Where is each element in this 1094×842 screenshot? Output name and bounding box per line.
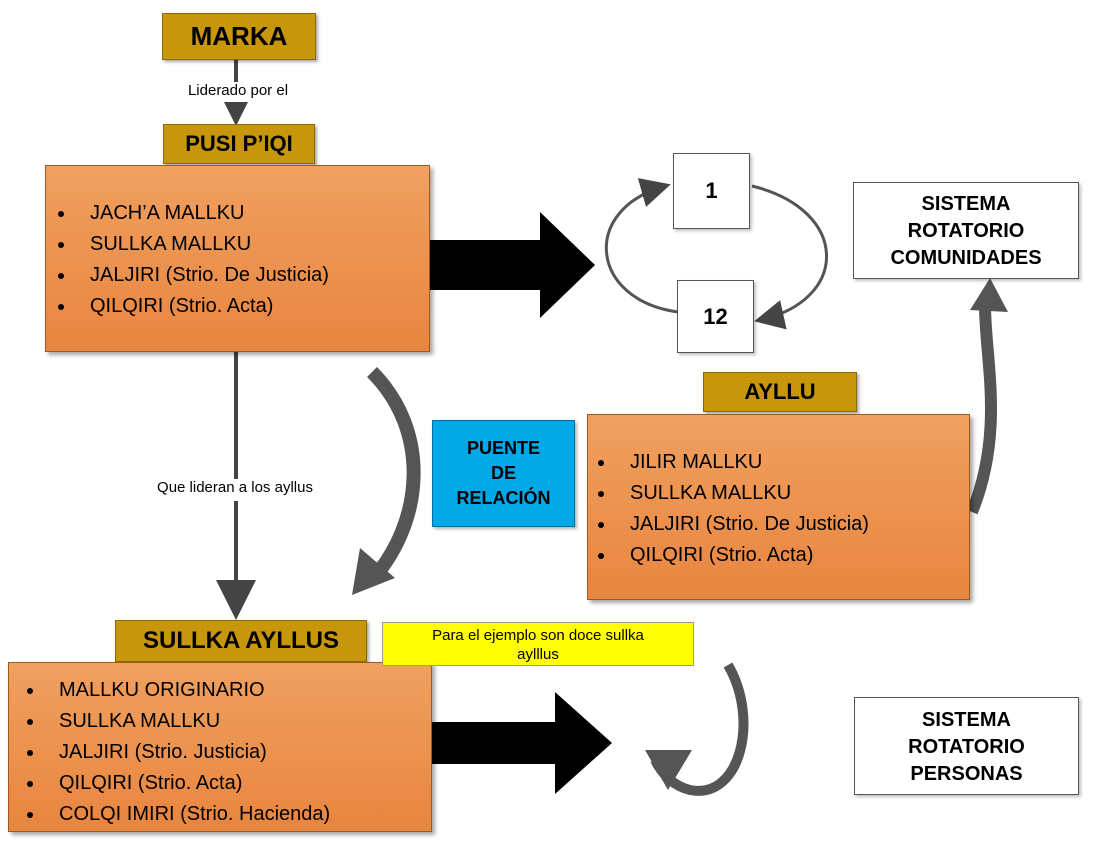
ayllu-item: JALJIRI (Strio. De Justicia) [616, 509, 969, 540]
cycle-arrow-right [751, 184, 828, 330]
puente-box: PUENTE DE RELACIÓN [432, 420, 575, 527]
curved-arrow-puente [366, 367, 421, 585]
curved-arrow-comunidades [966, 304, 997, 515]
sistema-comunidades-line: ROTATORIO [907, 220, 1025, 242]
sullka-title: SULLKA AYLLUS [115, 620, 367, 662]
sullka-item: SULLKA MALLKU [45, 706, 431, 737]
sistema-personas-box: SISTEMA ROTATORIO PERSONAS [854, 697, 1079, 795]
puente-line: PUENTE [466, 438, 540, 458]
cycle-box-12: 12 [677, 280, 754, 353]
big-arrow-right-bottom [432, 692, 612, 794]
big-arrow-right-top [430, 212, 595, 318]
sistema-comunidades-line: COMUNIDADES [890, 247, 1042, 269]
cycle-box-1: 1 [673, 153, 750, 229]
pusi-item: JACH’A MALLKU [76, 198, 429, 229]
sullka-item: JALJIRI (Strio. Justicia) [45, 737, 431, 768]
lideran-label: Que lideran a los ayllus [128, 479, 342, 501]
curved-arrow-puente-head [352, 548, 395, 595]
pusi-item: JALJIRI (Strio. De Justicia) [76, 260, 429, 291]
sistema-personas-line: SISTEMA [922, 709, 1011, 731]
ayllu-item: SULLKA MALLKU [616, 478, 969, 509]
pusi-title: PUSI P’IQI [163, 124, 315, 164]
sistema-personas-line: PERSONAS [910, 763, 1023, 785]
ayllu-title: AYLLU [703, 372, 857, 412]
ayllu-box: JILIR MALLKU SULLKA MALLKU JALJIRI (Stri… [587, 414, 970, 600]
marka-box: MARKA [162, 13, 316, 60]
sistema-comunidades-line: SISTEMA [921, 193, 1011, 215]
hook-arrow-personas-head [645, 750, 692, 790]
sullka-item: MALLKU ORIGINARIO [45, 675, 431, 706]
note-box: Para el ejemplo son doce sullka aylllus [382, 622, 694, 666]
cycle-arrow-left [604, 178, 679, 314]
sullka-box: MALLKU ORIGINARIO SULLKA MALLKU JALJIRI … [8, 662, 432, 832]
puente-line: RELACIÓN [456, 488, 551, 508]
sullka-item: COLQI IMIRI (Strio. Hacienda) [45, 799, 431, 830]
pusi-item: QILQIRI (Strio. Acta) [76, 291, 429, 322]
pusi-box: JACH’A MALLKU SULLKA MALLKU JALJIRI (Str… [45, 165, 430, 352]
ayllu-item: QILQIRI (Strio. Acta) [616, 540, 969, 571]
lead-label: Liderado por el [168, 82, 308, 102]
curved-arrow-comunidades-head [970, 278, 1008, 312]
sistema-personas-line: ROTATORIO [908, 736, 1025, 758]
pusi-item: SULLKA MALLKU [76, 229, 429, 260]
sistema-comunidades-box: SISTEMA ROTATORIO COMUNIDADES [853, 182, 1079, 279]
sullka-item: QILQIRI (Strio. Acta) [45, 768, 431, 799]
puente-line: DE [490, 463, 516, 483]
ayllu-item: JILIR MALLKU [616, 447, 969, 478]
